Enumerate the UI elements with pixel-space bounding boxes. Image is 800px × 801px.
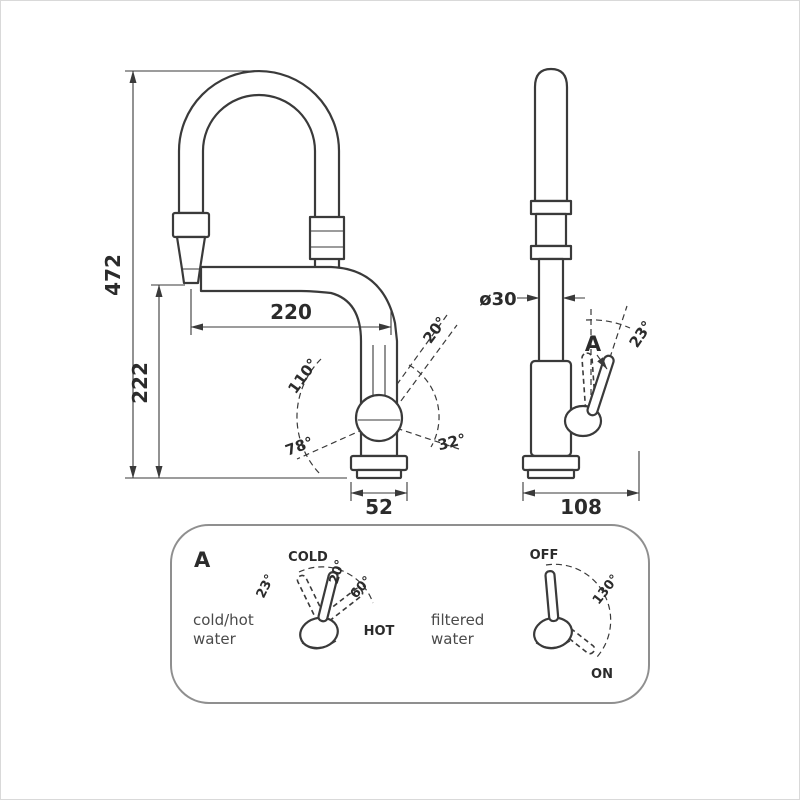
- spray-head-holder: [171, 211, 211, 239]
- spray-head-side: [533, 67, 569, 203]
- lever-angle-arc: [585, 319, 631, 329]
- mixer-knob-base-line: [301, 640, 337, 649]
- mixer-handle-diagram: COLD 20° 60° 23° HOT cold/hot water: [193, 550, 395, 650]
- angle-110-label: 110°: [284, 355, 321, 397]
- diameter-callout: ø30: [479, 289, 585, 310]
- handle-knob-front: [354, 393, 404, 443]
- filter-caption-line2: water: [431, 630, 475, 648]
- dim-220-label: 220: [270, 300, 312, 324]
- column-side: [537, 257, 565, 365]
- filter-knob-base-line: [535, 640, 571, 649]
- detail-marker-a: A: [585, 332, 602, 356]
- tilt-arc: [408, 364, 440, 448]
- angle-32-label: 32°: [436, 430, 468, 454]
- filter-angle-130-label: 130°: [590, 572, 623, 608]
- filter-caption-line1: filtered: [431, 611, 484, 629]
- base-plate-front: [349, 454, 409, 472]
- detail-panel-title: A: [194, 548, 211, 572]
- mixer-angle-23-label: 23°: [254, 572, 278, 601]
- dimension-base-depth: 108: [522, 451, 640, 519]
- dim-diameter-label: ø30: [479, 289, 516, 310]
- hose-collar: [308, 215, 346, 261]
- dimension-base-width: 52: [350, 482, 408, 519]
- mixer-lever: [317, 571, 339, 623]
- mixer-range-arc: [298, 566, 374, 604]
- dimension-total-height: 472: [101, 70, 347, 479]
- cold-label: COLD: [288, 550, 328, 565]
- mixer-caption-line2: water: [193, 630, 237, 648]
- dim-472-label: 472: [101, 254, 125, 296]
- dim-52-label: 52: [365, 495, 393, 519]
- swivel-arc: [296, 358, 322, 476]
- filter-handle-diagram: OFF 130° ON filtered water: [431, 548, 623, 682]
- lever-tilt-ray: [384, 314, 448, 402]
- angle-78-label: 78°: [283, 433, 316, 460]
- dimension-spout-reach: 220: [190, 289, 392, 335]
- base-lip-side: [526, 468, 576, 480]
- side-view: ø30 A 23° 108: [479, 67, 656, 519]
- mixer-angle-20-label: 20°: [327, 558, 349, 586]
- lever-tilt-ray: [394, 324, 458, 410]
- filter-lever: [544, 570, 560, 623]
- on-label: ON: [591, 667, 613, 682]
- mixer-caption-line1: cold/hot: [193, 611, 254, 629]
- hot-label: HOT: [364, 624, 395, 639]
- hose-ring: [529, 199, 573, 216]
- hose-ring: [529, 244, 573, 261]
- handle-lever-dashed: [581, 352, 597, 416]
- angle-20-label: 20°: [419, 313, 450, 347]
- detail-panel: A COLD 20° 60° 23° HOT cold/hot water OF…: [170, 524, 650, 704]
- angle-23-label: 23°: [625, 317, 656, 351]
- dimension-outlet-height: 222: [128, 284, 185, 479]
- base-plate-side: [521, 454, 581, 472]
- dim-222-label: 222: [128, 362, 152, 404]
- front-view: 472 222: [101, 69, 468, 519]
- dim-108-label: 108: [560, 495, 602, 519]
- handle-lever: [586, 354, 615, 417]
- body-side: [529, 359, 573, 458]
- detail-panel-border: [170, 524, 650, 704]
- base-lip-front: [355, 468, 403, 480]
- off-label: OFF: [530, 548, 559, 563]
- detail-marker-arrow: [596, 354, 608, 370]
- hose-neck: [534, 212, 568, 248]
